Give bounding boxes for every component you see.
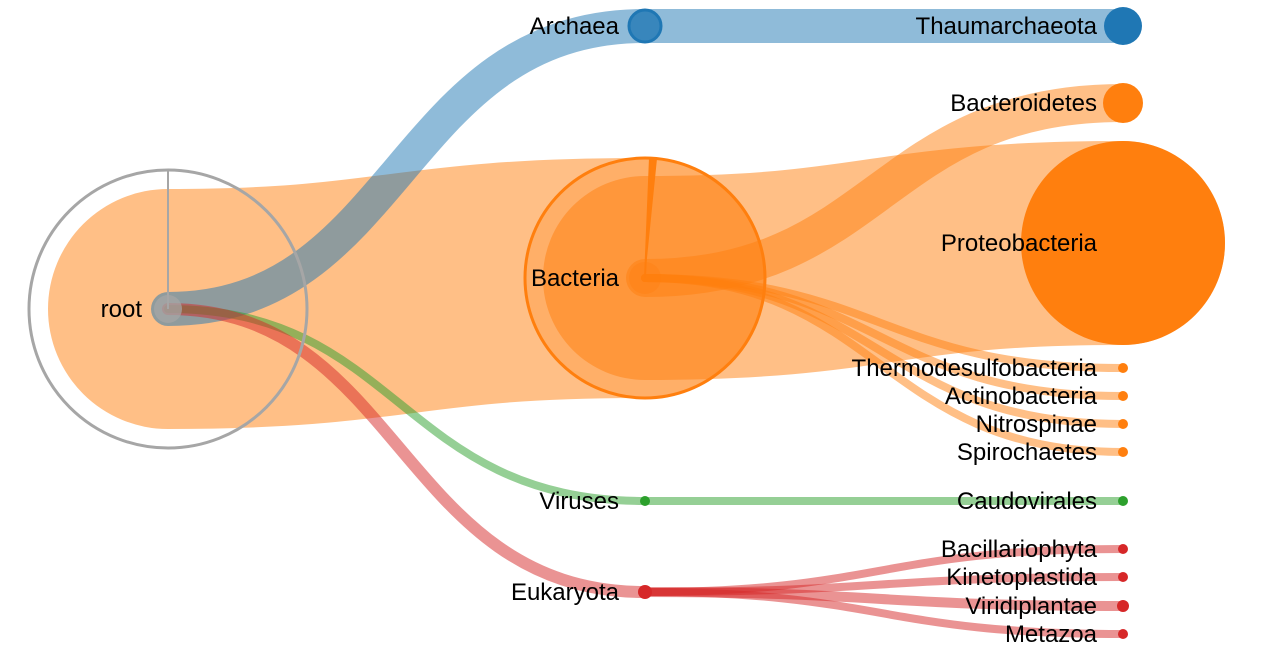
node-thaumarchaeota-label: Thaumarchaeota bbox=[916, 13, 1098, 40]
node-kinetoplastida-label: Kinetoplastida bbox=[946, 564, 1097, 591]
node-bacillariophyta[interactable]: Bacillariophyta bbox=[941, 536, 1128, 563]
node-archaea[interactable]: Archaea bbox=[530, 8, 663, 44]
node-bacteria[interactable]: Bacteria bbox=[523, 156, 767, 400]
node-thermodesulfobacteria[interactable]: Thermodesulfobacteria bbox=[852, 355, 1128, 382]
node-actinobacteria[interactable]: Actinobacteria bbox=[945, 383, 1128, 410]
node-eukaryota[interactable]: Eukaryota bbox=[511, 579, 652, 606]
node-viruses[interactable]: Viruses bbox=[539, 488, 650, 515]
node-actinobacteria-circle bbox=[1118, 391, 1128, 401]
node-metazoa[interactable]: Metazoa bbox=[1005, 621, 1128, 648]
node-viridiplantae-circle bbox=[1117, 600, 1129, 612]
node-nitrospinae[interactable]: Nitrospinae bbox=[976, 411, 1128, 438]
node-spirochaetes-circle bbox=[1118, 447, 1128, 457]
node-thermodesulfobacteria-circle bbox=[1118, 363, 1128, 373]
node-spirochaetes-label: Spirochaetes bbox=[957, 439, 1097, 466]
node-root-hub bbox=[154, 295, 182, 323]
node-metazoa-circle bbox=[1118, 629, 1128, 639]
node-bacteria-tick bbox=[644, 157, 651, 279]
node-archaea-circle bbox=[627, 8, 663, 44]
node-thaumarchaeota-circle bbox=[1104, 7, 1142, 45]
node-bacteroidetes[interactable]: Bacteroidetes bbox=[950, 83, 1143, 123]
node-root[interactable]: root bbox=[27, 168, 309, 450]
node-metazoa-label: Metazoa bbox=[1005, 621, 1098, 648]
node-bacillariophyta-label: Bacillariophyta bbox=[941, 536, 1098, 563]
node-viruses-circle bbox=[640, 496, 650, 506]
node-caudovirales-label: Caudovirales bbox=[957, 488, 1097, 515]
node-proteobacteria-label: Proteobacteria bbox=[941, 230, 1098, 257]
node-eukaryota-circle bbox=[638, 585, 652, 599]
node-viruses-label: Viruses bbox=[539, 488, 619, 515]
node-viridiplantae-label: Viridiplantae bbox=[965, 593, 1097, 620]
link-bacteria-spirochaetes bbox=[641, 274, 1127, 456]
node-bacteria-label: Bacteria bbox=[531, 265, 620, 292]
node-root-label: root bbox=[101, 296, 143, 323]
link-root-eukaryota bbox=[162, 303, 651, 598]
node-bacteria-wedge bbox=[645, 158, 657, 278]
node-bacteria-hub bbox=[629, 262, 661, 294]
node-kinetoplastida-circle bbox=[1118, 572, 1128, 582]
node-proteobacteria-circle bbox=[1021, 141, 1225, 345]
node-nitrospinae-circle bbox=[1118, 419, 1128, 429]
node-thermodesulfobacteria-label: Thermodesulfobacteria bbox=[852, 355, 1098, 382]
node-viridiplantae[interactable]: Viridiplantae bbox=[965, 593, 1129, 620]
node-bacteroidetes-circle bbox=[1103, 83, 1143, 123]
node-thaumarchaeota[interactable]: Thaumarchaeota bbox=[916, 7, 1142, 45]
node-nitrospinae-label: Nitrospinae bbox=[976, 411, 1097, 438]
tree-nodes: root Archaea Bacteria Viruses Eukaryota bbox=[27, 7, 1225, 648]
node-caudovirales[interactable]: Caudovirales bbox=[957, 488, 1128, 515]
node-archaea-label: Archaea bbox=[530, 13, 620, 40]
node-bacteroidetes-label: Bacteroidetes bbox=[950, 90, 1097, 117]
node-eukaryota-label: Eukaryota bbox=[511, 579, 620, 606]
node-proteobacteria[interactable]: Proteobacteria bbox=[941, 141, 1225, 345]
node-caudovirales-circle bbox=[1118, 496, 1128, 506]
node-spirochaetes[interactable]: Spirochaetes bbox=[957, 439, 1128, 466]
node-kinetoplastida[interactable]: Kinetoplastida bbox=[946, 564, 1128, 591]
link-eukaryota-metazoa bbox=[641, 588, 1127, 638]
link-bacteria-bacteroidetes bbox=[626, 84, 1142, 297]
node-bacillariophyta-circle bbox=[1118, 544, 1128, 554]
link-root-archaea bbox=[151, 9, 662, 326]
node-actinobacteria-label: Actinobacteria bbox=[945, 383, 1098, 410]
